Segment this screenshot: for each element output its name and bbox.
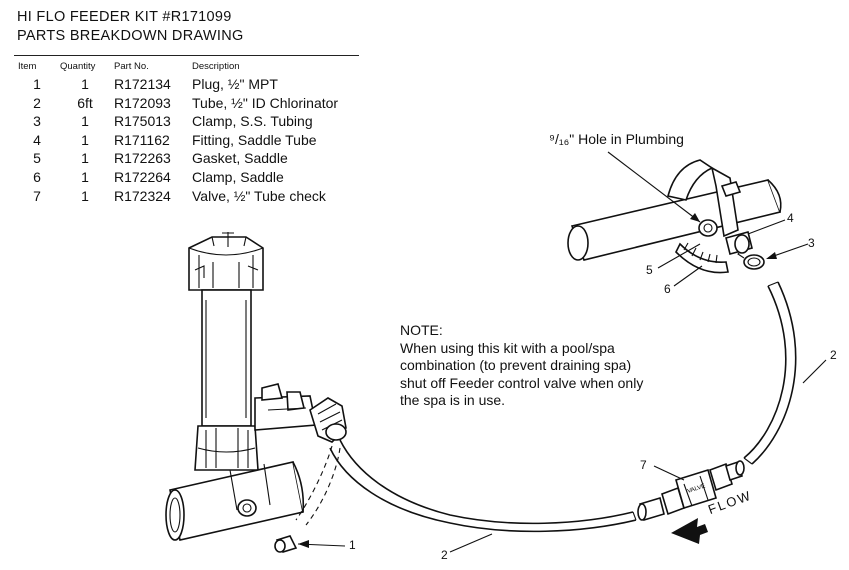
svg-text:VALVE: VALVE: [687, 483, 706, 494]
header-description: Description: [192, 60, 240, 72]
cell-qty: 6ft: [77, 94, 93, 111]
callout-2-lower: 2: [441, 548, 448, 562]
table-row: 3 1 R175013 Clamp, S.S. Tubing: [14, 112, 372, 131]
saddle-clamp-part: [667, 159, 742, 274]
cell-desc: Plug, ½" MPT: [192, 76, 278, 92]
callout-3: 3: [808, 236, 815, 250]
tube-right: [743, 281, 797, 465]
callout-5: 5: [646, 263, 653, 277]
flow-arrow: [671, 518, 708, 544]
callout-1: 1: [349, 538, 356, 552]
cell-desc: Clamp, Saddle: [192, 168, 284, 185]
table-row: 2 6ft R172093 Tube, ½" ID Chlorinator: [14, 94, 372, 113]
cell-part: R172324: [114, 187, 171, 204]
note-heading: NOTE:: [400, 322, 443, 338]
drawing-title: HI FLO FEEDER KIT #R171099: [17, 9, 232, 25]
note-line: the spa is in use.: [400, 392, 506, 408]
callout-6: 6: [664, 282, 671, 296]
cell-item: 5: [33, 150, 41, 167]
cell-part: R172264: [114, 168, 171, 185]
table-row: 5 1 R172263 Gasket, Saddle: [14, 149, 372, 168]
cell-part: R172134: [114, 76, 171, 92]
cell-item: 2: [33, 94, 41, 111]
feeder-assembly: [165, 232, 347, 541]
header-item: Item: [18, 60, 37, 72]
cell-item: 3: [33, 113, 41, 130]
parts-table: Item Quantity Part No. Description 1 1 R…: [14, 60, 372, 205]
cell-item: 4: [33, 131, 41, 148]
cell-qty: 1: [81, 168, 89, 185]
cell-desc: Clamp, S.S. Tubing: [192, 113, 313, 130]
cell-item: 7: [33, 187, 41, 204]
saddle-fitting-part: [698, 219, 753, 255]
cell-item: 6: [33, 168, 41, 185]
table-row: 1 1 R172134 Plug, ½" MPT: [14, 75, 372, 94]
table-row: 4 1 R171162 Fitting, Saddle Tube: [14, 131, 372, 150]
plug-part: [274, 535, 298, 553]
cell-desc: Gasket, Saddle: [192, 150, 288, 167]
hole-label: ⁹/₁₆" Hole in Plumbing: [549, 131, 684, 147]
cell-item: 1: [33, 76, 41, 92]
cell-part: R171162: [114, 131, 170, 148]
table-row: 6 1 R172264 Clamp, Saddle: [14, 168, 372, 187]
check-valve-part: VALVE: [637, 460, 745, 522]
tubing-clamp-part: [737, 249, 765, 270]
table-header-row: Item Quantity Part No. Description: [14, 60, 372, 75]
note-block: NOTE: When using this kit with a pool/sp…: [400, 322, 643, 410]
title-divider: [14, 55, 359, 56]
cell-part: R172093: [114, 94, 171, 111]
note-line: combination (to prevent draining spa): [400, 357, 632, 373]
cell-part: R172263: [114, 150, 171, 167]
callout-2-right: 2: [830, 348, 837, 362]
cell-qty: 1: [81, 131, 89, 148]
cell-desc: Tube, ½" ID Chlorinator: [192, 94, 339, 111]
callout-7: 7: [640, 458, 647, 472]
drawing-subtitle: PARTS BREAKDOWN DRAWING: [17, 28, 244, 44]
cell-desc: Valve, ½" Tube check: [192, 187, 326, 204]
cell-qty: 1: [81, 187, 89, 204]
cell-qty: 1: [81, 76, 89, 92]
cell-desc: Fitting, Saddle Tube: [192, 131, 317, 148]
note-line: When using this kit with a pool/spa: [400, 339, 615, 356]
table-row: 7 1 R172324 Valve, ½" Tube check: [14, 187, 372, 206]
cell-part: R175013: [114, 113, 171, 130]
header-part-no: Part No.: [114, 60, 149, 72]
cell-qty: 1: [81, 113, 89, 130]
header-quantity: Quantity: [60, 60, 96, 72]
callout-4: 4: [787, 211, 794, 225]
tube-lower: [329, 439, 637, 533]
cell-qty: 1: [81, 150, 89, 167]
note-line: shut off Feeder control valve when only: [400, 374, 644, 391]
